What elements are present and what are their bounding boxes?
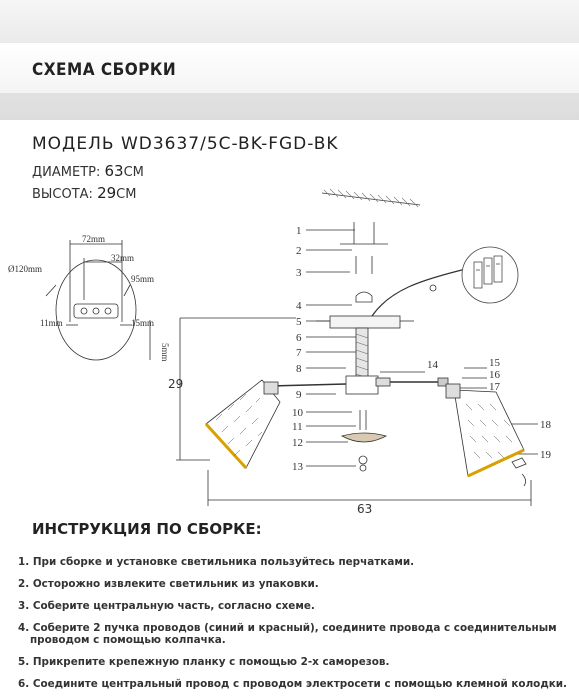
step-text: Прикрепите крепежную планку с помощью 2-…: [32, 656, 390, 668]
dim-15: 15mm: [131, 318, 154, 328]
header-highlight: [0, 43, 579, 93]
dim-120: Ø120mm: [8, 264, 42, 274]
spec-diameter: ДИАМЕТР: 63СМ: [32, 162, 144, 180]
dimension-lines: [176, 317, 532, 506]
step-number: 4.: [18, 622, 30, 634]
callout-3: 3: [296, 267, 302, 279]
list-item: 4. Соберите 2 пучка проводов (синий и кр…: [18, 622, 578, 646]
callout-19: 19: [540, 449, 552, 461]
step-number: 5.: [18, 656, 30, 668]
center-assembly: [269, 222, 471, 472]
step-number: 3.: [18, 600, 30, 612]
callout-18: 18: [540, 419, 552, 431]
callout-11: 11: [292, 421, 303, 433]
model-code: WD3637/5C-BK-FGD-BK: [120, 134, 339, 154]
step-text: Осторожно извлеките светильник из упаков…: [32, 578, 319, 590]
diameter-label: ДИАМЕТР:: [32, 165, 101, 180]
height-label: ВЫСОТА:: [32, 187, 93, 202]
callout-13: 13: [292, 461, 304, 473]
callout-6: 6: [296, 332, 302, 344]
instructions-title: ИНСТРУКЦИЯ ПО СБОРКЕ:: [32, 520, 262, 538]
step-text: При сборке и установке светильника польз…: [32, 556, 415, 568]
dim-width: 63: [357, 502, 372, 516]
callout-12: 12: [292, 437, 303, 449]
header-band: СХЕМА СБОРКИ: [0, 0, 579, 120]
ceiling-hatch: [321, 188, 421, 208]
height-unit: СМ: [116, 187, 137, 202]
step-number: 6.: [18, 678, 30, 690]
spec-height: ВЫСОТА: 29СМ: [32, 184, 136, 202]
model-label: МОДЕЛЬ: [32, 134, 115, 154]
callout-17: 17: [489, 381, 501, 393]
right-shade: [445, 383, 527, 487]
list-item: 5. Прикрепите крепежную планку с помощью…: [18, 656, 578, 668]
instructions-list: 1. При сборке и установке светильника по…: [18, 556, 578, 700]
step-text: Соберите 2 пучка проводов (синий и красн…: [32, 622, 557, 634]
dim-11: 11mm: [40, 318, 63, 328]
dim-95: 95mm: [131, 274, 154, 284]
list-item: 3. Соберите центральную часть, согласно …: [18, 600, 578, 612]
left-shade: [204, 379, 281, 470]
callout-15: 15: [489, 357, 501, 369]
callout-7: 7: [296, 347, 302, 359]
callout-16: 16: [489, 369, 501, 381]
callout-14: 14: [427, 359, 439, 371]
callout-2: 2: [296, 245, 302, 257]
step-text-continued: проводом с помощью колпачка.: [30, 634, 226, 646]
list-item: 6. Соедините центральный провод с провод…: [18, 678, 578, 690]
step-number: 1.: [18, 556, 30, 568]
assembly-diagram: 72mm 32mm Ø120mm 95mm 11mm 15mm 5mm 1 2 …: [8, 188, 552, 516]
step-number: 2.: [18, 578, 30, 590]
dim-height: 29: [168, 377, 183, 391]
detail-magnifier: [461, 246, 519, 304]
model-line: МОДЕЛЬ WD3637/5C-BK-FGD-BK: [32, 134, 339, 154]
callout-10: 10: [292, 407, 304, 419]
bracket-detail: [45, 240, 151, 361]
diameter-unit: СМ: [123, 165, 144, 180]
height-value: 29: [97, 184, 117, 202]
step-text: Соберите центральную часть, согласно схе…: [32, 600, 315, 612]
diameter-value: 63: [104, 162, 124, 180]
callout-leaders: [306, 229, 538, 467]
list-item: 2. Осторожно извлеките светильник из упа…: [18, 578, 578, 590]
callout-4: 4: [296, 300, 302, 312]
callout-9: 9: [296, 389, 302, 401]
list-item: 1. При сборке и установке светильника по…: [18, 556, 578, 568]
dim-32: 32mm: [111, 253, 134, 263]
step-text: Соедините центральный провод с проводом …: [32, 678, 567, 690]
callout-8: 8: [296, 363, 302, 375]
callout-1: 1: [296, 225, 302, 237]
dim-72: 72mm: [82, 234, 105, 244]
page-title: СХЕМА СБОРКИ: [32, 60, 177, 80]
callout-5: 5: [296, 316, 302, 328]
dim-5: 5mm: [160, 343, 170, 362]
